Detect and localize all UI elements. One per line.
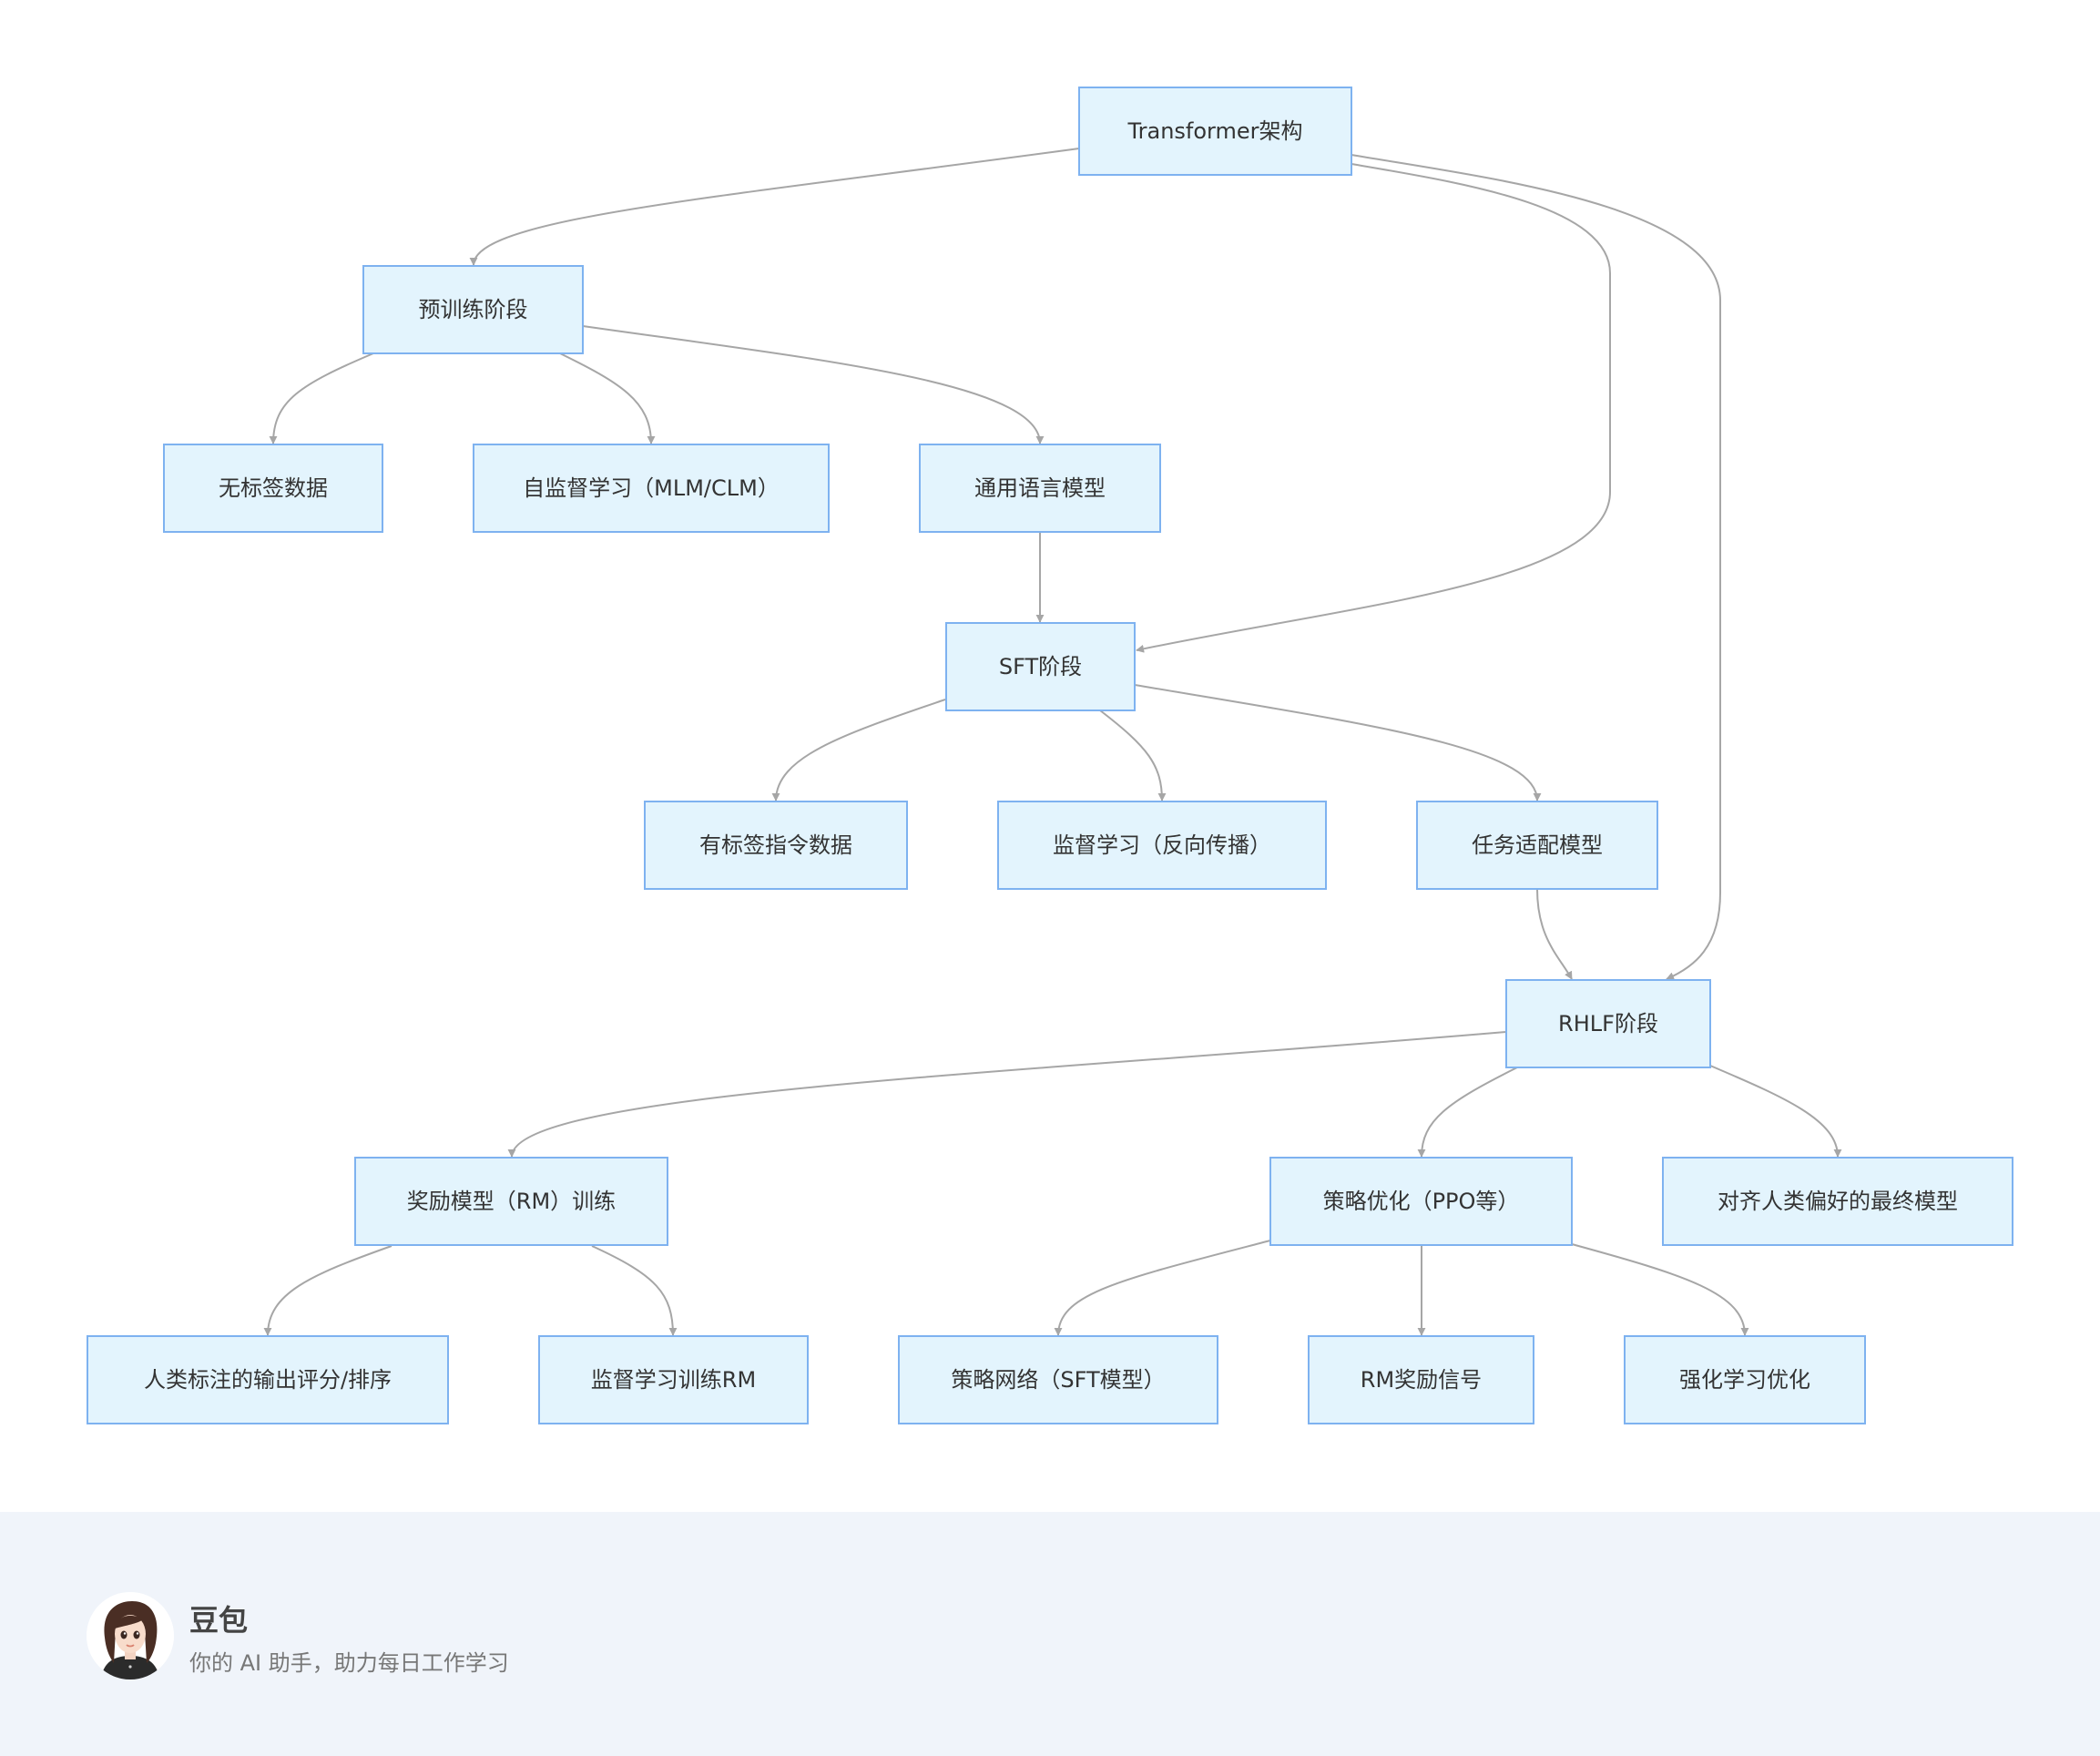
- node-aligned[interactable]: 对齐人类偏好的最终模型: [1662, 1157, 2013, 1246]
- node-label: 人类标注的输出评分/排序: [144, 1367, 392, 1393]
- edge-sft-supervised: [1099, 710, 1167, 801]
- node-humanrank[interactable]: 人类标注的输出评分/排序: [87, 1335, 449, 1424]
- node-label: 监督学习（反向传播）: [1053, 832, 1271, 858]
- node-taskmodel[interactable]: 任务适配模型: [1416, 801, 1658, 890]
- edge-rm-humanrank: [263, 1245, 392, 1336]
- node-label: 自监督学习（MLM/CLM）: [523, 475, 780, 501]
- node-label: 策略网络（SFT模型）: [951, 1367, 1165, 1393]
- node-label: 无标签数据: [219, 475, 328, 501]
- doubao-avatar-icon: [87, 1592, 174, 1679]
- node-policynet[interactable]: 策略网络（SFT模型）: [898, 1335, 1218, 1424]
- edge-rm-rmtrain: [591, 1245, 678, 1336]
- node-label: 预训练阶段: [419, 297, 528, 322]
- node-label: RM奖励信号: [1361, 1367, 1482, 1393]
- footer-banner: 豆包 你的 AI 助手，助力每日工作学习: [0, 1512, 2100, 1756]
- edge-pretrain-general: [582, 325, 1045, 444]
- node-label: 策略优化（PPO等）: [1323, 1189, 1520, 1214]
- node-transformer[interactable]: Transformer架构: [1078, 87, 1352, 176]
- edge-transformer-pretrain: [469, 148, 1080, 266]
- node-pretrain[interactable]: 预训练阶段: [362, 265, 584, 354]
- brand-name: 豆包: [189, 1603, 249, 1638]
- edge-pretrain-selfsup: [559, 352, 656, 444]
- node-sft[interactable]: SFT阶段: [945, 622, 1136, 711]
- node-label: SFT阶段: [999, 654, 1082, 679]
- edge-ppo-rlopt: [1571, 1243, 1749, 1336]
- flowchart: Transformer架构 预训练阶段 无标签数据 自监督学习（MLM/CLM）…: [87, 87, 2013, 1424]
- node-labeled[interactable]: 有标签指令数据: [644, 801, 908, 890]
- node-rm[interactable]: 奖励模型（RM）训练: [354, 1157, 668, 1246]
- node-ppo[interactable]: 策略优化（PPO等）: [1269, 1157, 1573, 1246]
- edges: [263, 148, 1842, 1336]
- node-selfsup[interactable]: 自监督学习（MLM/CLM）: [473, 444, 830, 533]
- edge-transformer-rhlf: [1351, 154, 1721, 980]
- node-rlopt[interactable]: 强化学习优化: [1624, 1335, 1866, 1424]
- edge-rhlf-ppo: [1417, 1067, 1518, 1158]
- edge-transformer-sft: [1136, 163, 1611, 653]
- node-rhlf[interactable]: RHLF阶段: [1505, 979, 1711, 1068]
- brand-tagline: 你的 AI 助手，助力每日工作学习: [189, 1650, 509, 1676]
- node-rmsignal[interactable]: RM奖励信号: [1308, 1335, 1534, 1424]
- node-label: 通用语言模型: [974, 475, 1106, 501]
- node-label: 监督学习训练RM: [591, 1367, 756, 1393]
- edge-ppo-policynet: [1054, 1240, 1271, 1336]
- node-label: 对齐人类偏好的最终模型: [1718, 1189, 1958, 1214]
- nodes: Transformer架构 预训练阶段 无标签数据 自监督学习（MLM/CLM）…: [87, 87, 2013, 1424]
- edge-pretrain-unlabeled: [269, 352, 374, 444]
- node-rmtrain[interactable]: 监督学习训练RM: [538, 1335, 809, 1424]
- edge-rhlf-aligned: [1709, 1065, 1842, 1158]
- node-label: 强化学习优化: [1679, 1367, 1810, 1393]
- node-label: 奖励模型（RM）训练: [407, 1189, 616, 1214]
- edge-sft-taskmodel: [1134, 684, 1542, 801]
- node-general[interactable]: 通用语言模型: [919, 444, 1161, 533]
- node-label: RHLF阶段: [1558, 1011, 1658, 1036]
- edge-sft-labeled: [771, 699, 946, 801]
- edge-taskmodel-rhlf: [1536, 888, 1573, 980]
- edge-rhlf-rm: [507, 1031, 1507, 1158]
- node-label: 任务适配模型: [1472, 832, 1603, 858]
- node-label: Transformer架构: [1126, 118, 1302, 144]
- node-unlabeled[interactable]: 无标签数据: [163, 444, 383, 533]
- node-label: 有标签指令数据: [699, 832, 852, 858]
- node-supervised[interactable]: 监督学习（反向传播）: [997, 801, 1327, 890]
